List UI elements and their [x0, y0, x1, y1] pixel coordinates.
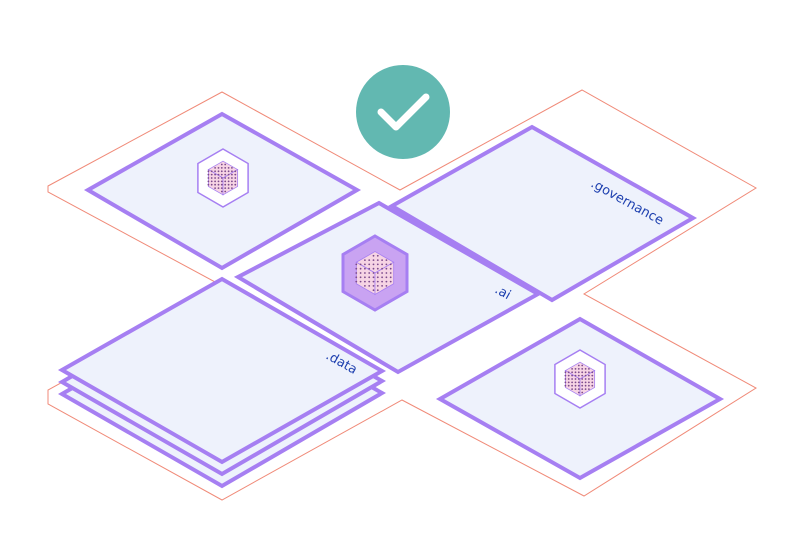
- cube-icon: [197, 148, 249, 208]
- ai-label: .ai: [492, 282, 513, 303]
- checkmark-icon: [356, 65, 450, 159]
- tile-data: [57, 276, 387, 465]
- tile-governance: [387, 124, 698, 303]
- cube-icon: [341, 234, 409, 312]
- cube-icon: [554, 349, 606, 409]
